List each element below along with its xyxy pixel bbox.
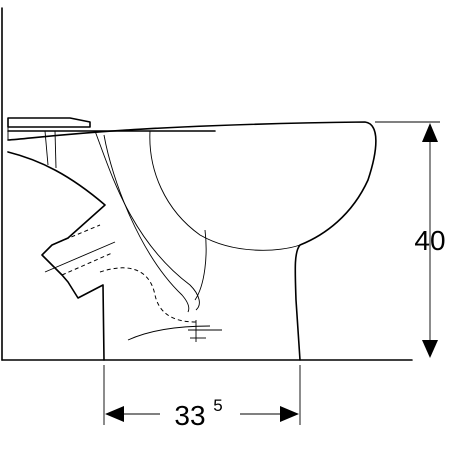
wall-and-floor: [1, 7, 413, 361]
outlet-pipe: [44, 224, 222, 342]
base-inner-line: [127, 325, 211, 341]
bowl-outer-contour: [7, 121, 377, 361]
bowl-rear-outlet-contour: [7, 151, 106, 361]
height-dimension: 40: [375, 121, 446, 358]
outlet-pipe-upper: [51, 224, 101, 246]
height-arrow-top: [422, 123, 438, 142]
water-seal-dashed: [99, 267, 197, 323]
width-label-superscript: 5: [213, 396, 222, 415]
outlet-pipe-lower: [61, 252, 113, 276]
width-arrow-left: [105, 406, 124, 422]
width-dimension: 33 5: [103, 365, 301, 431]
width-arrow-right: [280, 406, 299, 422]
bowl-inner-surface: [149, 130, 301, 251]
outlet-axis: [44, 241, 116, 273]
trap-front-line: [194, 229, 207, 301]
rear-rim-line-2: [54, 130, 57, 169]
height-arrow-bottom: [422, 340, 438, 358]
trap-inner-line-2: [103, 134, 190, 313]
trap-inner-line: [94, 130, 200, 311]
rear-rim-line: [44, 130, 49, 166]
width-label-main: 33: [174, 400, 205, 431]
seat-hinge-block: [7, 117, 91, 128]
floor-outlet-marker: [188, 320, 222, 342]
toilet-bowl: [7, 121, 377, 361]
height-label: 40: [414, 225, 445, 256]
